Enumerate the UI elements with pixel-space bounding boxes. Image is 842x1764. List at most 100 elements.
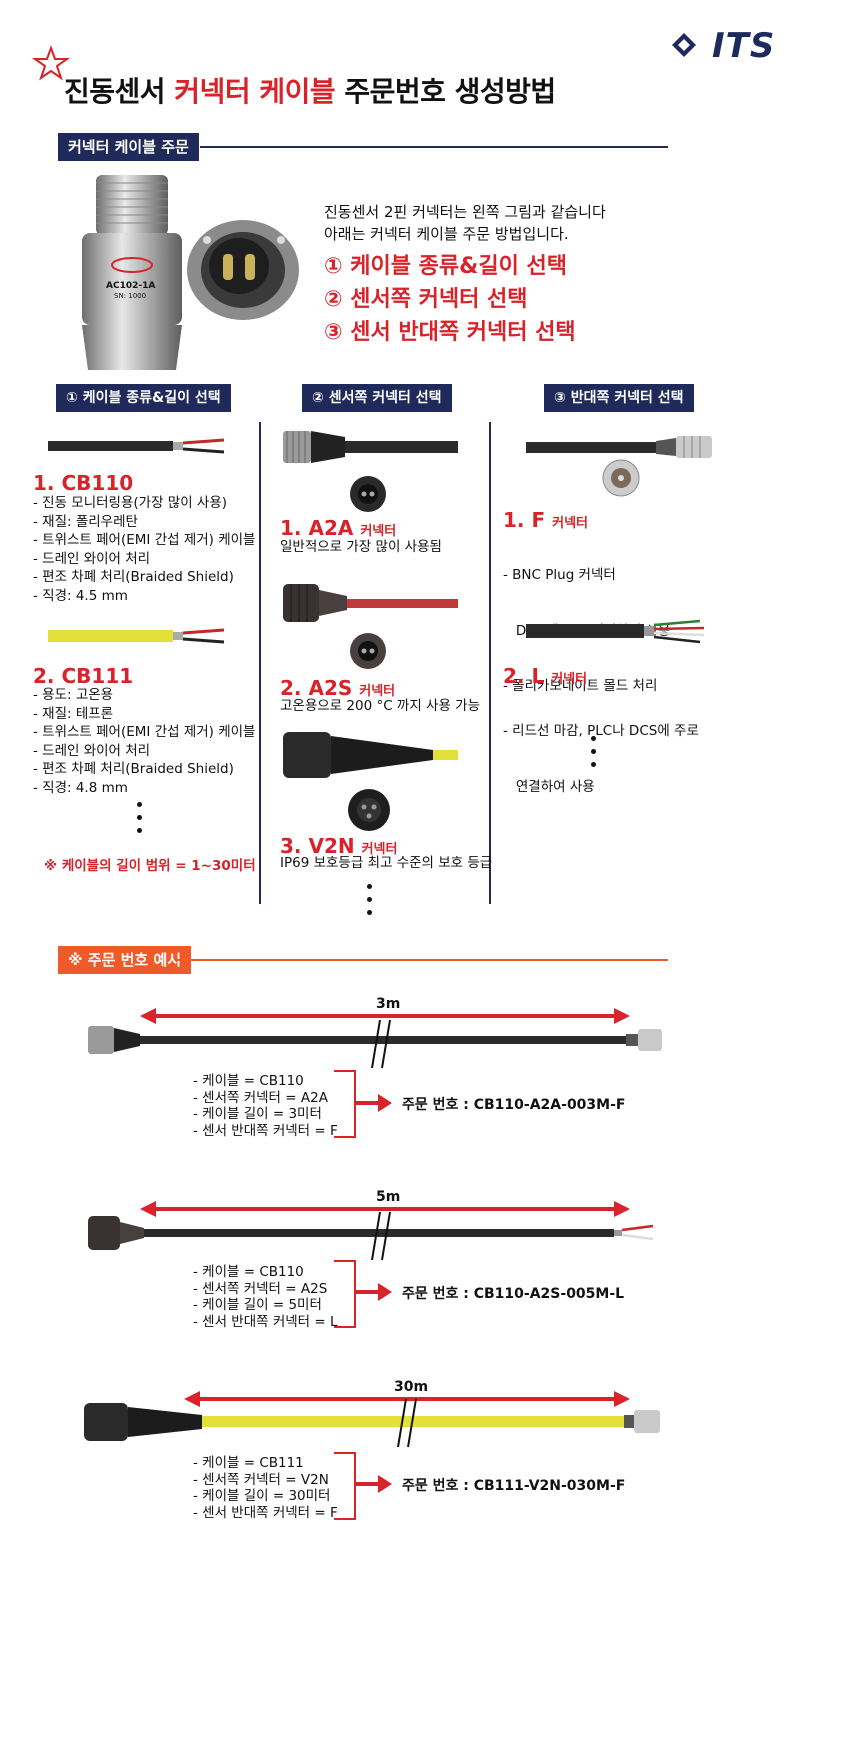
spec-line: - 직경: 4.5 mm (33, 587, 128, 604)
spec-line: - 용도: 고온용 (33, 687, 114, 703)
connector-name-f: 1. F 커넥터 (503, 508, 588, 532)
example-length: 5m (376, 1189, 401, 1205)
column-divider (489, 422, 491, 904)
desc-line: - 리드선 마감, PLC나 DCS에 주로 (503, 723, 699, 739)
section-heading-order: 커넥터 케이블 주문 (58, 133, 199, 161)
spec-line: - 센서 반대쪽 커넥터 = F (193, 1122, 338, 1139)
section-divider (175, 959, 668, 961)
cable-specs-cb110: - 진동 모니터링용(가장 많이 사용) - 재질: 폴리우레탄 - 트위스트 … (33, 494, 255, 605)
connector-face-image (187, 220, 299, 320)
example-specs: - 케이블 = CB110 - 센서쪽 커넥터 = A2S - 케이블 길이 =… (193, 1264, 338, 1330)
connector-a2a-image (283, 431, 458, 463)
sensor-image (82, 175, 182, 370)
spec-line: - 트위스트 페어(EMI 간섭 제거) 케이블 (33, 724, 256, 740)
spec-brace (334, 1070, 356, 1138)
example-cable-image (88, 1211, 654, 1261)
order-number: 주문 번호 : CB110-A2A-003M-F (402, 1097, 626, 1113)
column-heading-opposite-connector: ③ 반대쪽 커넥터 선택 (544, 384, 694, 412)
more-dots (137, 802, 143, 841)
sensor-sn: SN: 1000 (114, 292, 147, 300)
intro-line-1: 진동센서 2핀 커넥터는 왼쪽 그림과 같습니다 (324, 203, 606, 221)
spec-line: - 케이블 = CB111 (193, 1455, 304, 1471)
more-dots (591, 736, 597, 775)
length-arrow (140, 1201, 630, 1217)
column-heading-cable: ① 케이블 종류&길이 선택 (56, 384, 231, 412)
section-heading-examples: ※ 주문 번호 예시 (58, 946, 192, 974)
desc-line: - BNC Plug 커넥터 (503, 567, 616, 583)
length-arrow (184, 1391, 630, 1407)
spec-line: - 편조 차폐 처리(Braided Shield) (33, 761, 234, 777)
order-number: 주문 번호 : CB111-V2N-030M-F (402, 1478, 626, 1494)
connector-desc-l: - 리드선 마감, PLC나 DCS에 주로 연결하여 사용 (503, 685, 699, 815)
arrow-right-icon (356, 1094, 392, 1112)
more-dots (367, 884, 373, 923)
connector-desc-a2s: 고온용으로 200 °C 까지 사용 가능 (280, 698, 481, 714)
spec-brace (334, 1260, 356, 1328)
spec-line: - 케이블 길이 = 3미터 (193, 1106, 322, 1122)
connector-name-a2s: 2. A2S 커넥터 (280, 676, 396, 700)
spec-line: - 드레인 와이어 처리 (33, 550, 151, 567)
spec-line: - 케이블 = CB110 (193, 1264, 304, 1280)
connector-f-image (526, 436, 712, 458)
spec-line: - 센서쪽 커넥터 = A2S (193, 1280, 328, 1297)
logo-text: ITS (712, 26, 776, 66)
spec-line: - 센서쪽 커넥터 = A2A (193, 1089, 328, 1106)
example-specs: - 케이블 = CB111 - 센서쪽 커넥터 = V2N - 케이블 길이 =… (193, 1455, 338, 1521)
spec-line: - 케이블 = CB110 (193, 1073, 304, 1089)
spec-line: - 센서쪽 커넥터 = V2N (193, 1471, 329, 1488)
intro-line-2: 아래는 커넥터 케이블 주문 방법입니다. (324, 225, 569, 243)
spec-line: - 편조 차폐 처리(Braided Shield) (33, 569, 234, 585)
cable-cb110-image (48, 438, 225, 454)
connector-l-image (526, 619, 705, 644)
cable-name-cb110: 1. CB110 (33, 471, 134, 495)
connector-name-v2n: 3. V2N 커넥터 (280, 834, 398, 858)
connector-name-l: 2. L 커넥터 (503, 664, 588, 688)
arrow-right-icon (356, 1283, 392, 1301)
intro-step-3: ③ 센서 반대쪽 커넥터 선택 (324, 320, 576, 345)
intro-step-2: ② 센서쪽 커넥터 선택 (324, 287, 528, 312)
cable-specs-cb111: - 용도: 고온용 - 재질: 테프론 - 트위스트 페어(EMI 간섭 제거)… (33, 686, 255, 797)
spec-line: - 진동 모니터링용(가장 많이 사용) (33, 495, 228, 511)
desc-line: - 폴리카보네이트 몰드 처리 (503, 678, 658, 694)
connector-v2n-image (283, 732, 458, 778)
example-length: 30m (394, 1379, 429, 1395)
cable-length-note: ※ 케이블의 길이 범위 = 1~30미터 (44, 858, 256, 874)
spec-line: - 센서 반대쪽 커넥터 = F (193, 1504, 338, 1521)
spec-line: - 케이블 길이 = 5미터 (193, 1297, 322, 1313)
example-length: 3m (376, 996, 401, 1012)
intro-step-1: ① 케이블 종류&길이 선택 (324, 254, 567, 279)
column-divider (259, 422, 261, 904)
connector-desc-a2a: 일반적으로 가장 많이 사용됨 (280, 539, 442, 555)
connector-desc-v2n: IP69 보호등급 최고 수준의 보호 등급 (280, 855, 493, 871)
column-heading-sensor-connector: ② 센서쪽 커넥터 선택 (302, 384, 452, 412)
section-divider (200, 146, 668, 148)
spec-line: - 직경: 4.8 mm (33, 779, 128, 796)
example-cable-image (84, 1398, 660, 1448)
length-arrow (140, 1008, 630, 1024)
intro-steps: ① 케이블 종류&길이 선택 ② 센서쪽 커넥터 선택 ③ 센서 반대쪽 커넥터… (324, 250, 576, 349)
cable-cb111-image (48, 628, 225, 644)
connector-name-a2a: 1. A2A 커넥터 (280, 516, 397, 540)
spec-line: - 트위스트 페어(EMI 간섭 제거) 케이블 (33, 532, 256, 548)
cable-name-cb111: 2. CB111 (33, 664, 134, 688)
sensor-model: AC102-1A (106, 281, 156, 291)
order-number: 주문 번호 : CB110-A2S-005M-L (402, 1286, 625, 1302)
connector-a2a-face (350, 476, 386, 512)
spec-line: - 재질: 폴리우레탄 (33, 513, 138, 530)
example-specs: - 케이블 = CB110 - 센서쪽 커넥터 = A2A - 케이블 길이 =… (193, 1073, 338, 1139)
spec-brace (334, 1452, 356, 1520)
desc-line: 연결하여 사용 (503, 778, 595, 795)
connector-f-face (602, 459, 640, 497)
example-cable-image (88, 1019, 662, 1069)
spec-line: - 재질: 테프론 (33, 705, 114, 722)
connector-v2n-face (348, 789, 390, 831)
connector-a2s-image (283, 584, 458, 622)
spec-line: - 센서 반대쪽 커넥터 = L (193, 1313, 338, 1330)
connector-a2s-face (350, 633, 386, 669)
star-icon (31, 45, 71, 81)
arrow-right-icon (356, 1475, 392, 1493)
spec-line: - 케이블 길이 = 30미터 (193, 1488, 331, 1504)
its-logo (672, 33, 696, 57)
page-title: 진동센서 커넥터 케이블 주문번호 생성방법 (64, 75, 556, 108)
spec-line: - 드레인 와이어 처리 (33, 742, 151, 759)
